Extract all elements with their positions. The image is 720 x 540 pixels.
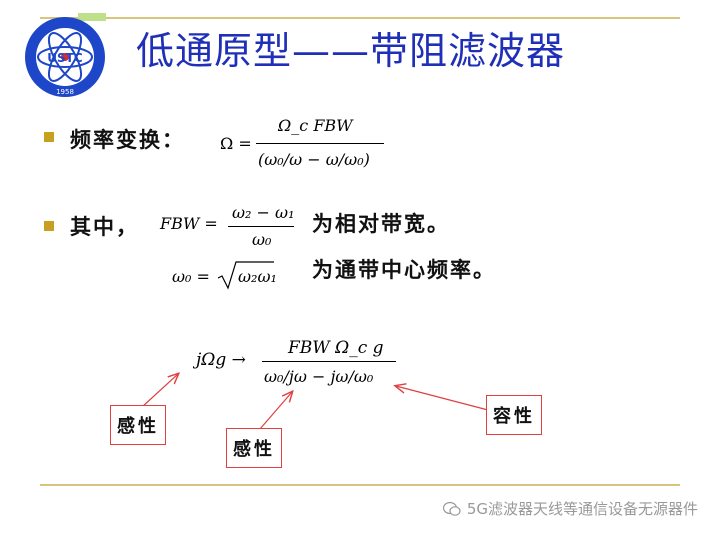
eq2-numerator: ω₂ − ω₁ (232, 203, 295, 222)
eq2-fraction-bar (228, 226, 294, 227)
arrow-capacitive (396, 386, 489, 411)
eq2-denominator: ω₀ (252, 230, 272, 249)
university-logo: USTC 1958 (25, 17, 105, 97)
top-rule (40, 17, 680, 19)
sqrt-sign (217, 261, 274, 290)
watermark-text: 5G滤波器天线等通信设备无源器件 (466, 500, 698, 518)
eq3-rhs: ω₂ω₁ (238, 267, 277, 286)
bullet2-label: 其中， (70, 215, 139, 239)
arrow-inductive2 (259, 392, 292, 430)
eq4-numerator: FBW Ω_c g (288, 338, 384, 358)
eq1-lhs: Ω = (220, 134, 252, 153)
label-inductive-1: 感性 (110, 405, 166, 445)
eq2-note: 为相对带宽。 (312, 212, 450, 236)
bottom-rule (40, 484, 680, 486)
logo-year: 1958 (56, 88, 74, 96)
eq4-denominator: ω₀/jω − jω/ω₀ (264, 367, 374, 386)
watermark: 5G滤波器天线等通信设备无源器件 (442, 498, 698, 519)
eq3-lhs: ω₀ = (172, 267, 210, 286)
chat-icon (442, 501, 461, 516)
eq3-note: 为通带中心频率。 (312, 258, 496, 282)
logo-text: USTC (47, 51, 83, 65)
eq2-lhs: FBW = (160, 214, 218, 233)
eq4-fraction-bar (262, 361, 396, 362)
slide-title: 低通原型——带阻滤波器 (136, 29, 566, 73)
bullet-marker (44, 221, 54, 231)
label-capacitive: 容性 (486, 395, 542, 435)
eq1-fraction-bar (256, 143, 384, 144)
eq1-numerator: Ω_c FBW (278, 116, 353, 135)
eq1-denominator: (ω₀/ω − ω/ω₀) (258, 150, 370, 169)
bullet-marker (44, 132, 54, 142)
top-accent-bar (78, 13, 106, 21)
eq4-lhs: jΩg → (196, 350, 246, 370)
arrow-inductive1 (141, 374, 178, 408)
label-inductive-2: 感性 (226, 428, 282, 468)
bullet1-label: 频率变换： (70, 128, 185, 152)
